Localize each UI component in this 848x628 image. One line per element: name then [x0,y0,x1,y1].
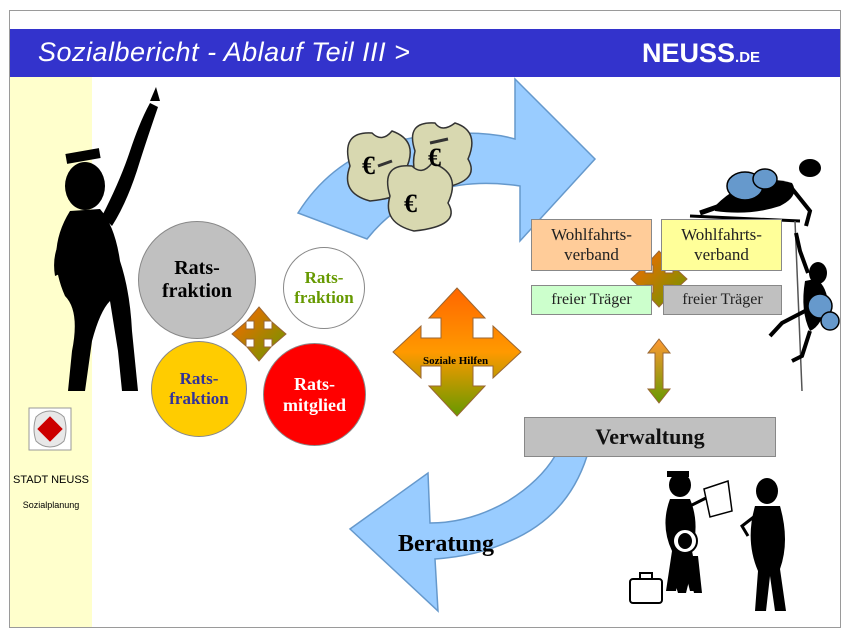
vertical-double-arrow-icon [646,338,672,404]
social-aid-cross-arrow-icon [392,287,522,417]
money-bags-icon [346,122,473,232]
brand-logo-text[interactable]: NEUSS.DE [642,38,760,69]
social-aid-label: Soziale Hilfen [423,355,489,367]
euro-symbol-1: € [362,151,375,180]
welfare-association-box-2[interactable]: Wohlfahrts- verband [661,219,782,271]
euro-symbol-3: € [404,189,417,218]
administration-box[interactable]: Verwaltung [524,417,776,457]
header-bar: Sozialbericht - Ablauf Teil III > NEUSS.… [10,29,840,77]
independent-provider-box-1[interactable]: freier Träger [531,285,652,315]
city-logo-icon [28,407,72,451]
council-group-circle-1[interactable]: Rats- fraktion [138,221,256,339]
council-member-circle[interactable]: Rats- mitglied [263,343,366,446]
department-name: Sozialplanung [22,500,80,510]
brand-suffix: .DE [735,49,761,66]
climbers-icon [689,159,840,392]
welfare-association-box-1[interactable]: Wohlfahrts- verband [531,219,652,271]
org-name: STADT NEUSS [13,474,89,486]
euro-symbol-2: € [428,143,441,172]
advice-cycle-arrow [348,455,589,613]
council-group-circle-2[interactable]: Rats- fraktion [283,247,365,329]
council-group-circle-3[interactable]: Rats- fraktion [151,341,247,437]
advice-label: Beratung [398,531,494,557]
page-title: Sozialbericht - Ablauf Teil III > [38,37,411,67]
people-group-icon [629,471,786,611]
pointing-person-icon [54,87,160,391]
slide: Sozialbericht - Ablauf Teil III > NEUSS.… [9,10,841,628]
providers-cross-arrow-icon [630,250,688,308]
brand-name: NEUSS [642,38,736,68]
council-cross-arrow-icon [231,306,287,362]
independent-provider-box-2[interactable]: freier Träger [663,285,782,315]
diagram-graphics [54,77,840,613]
